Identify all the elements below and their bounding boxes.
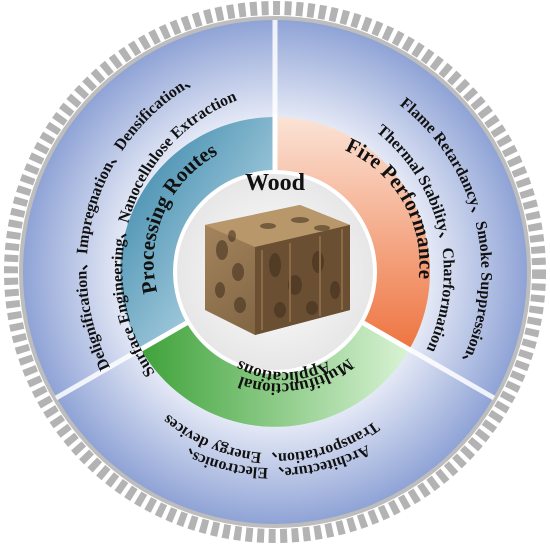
wood-block-icon [205,205,350,335]
center-title: Wood [245,170,306,196]
gear-ring [4,1,546,543]
